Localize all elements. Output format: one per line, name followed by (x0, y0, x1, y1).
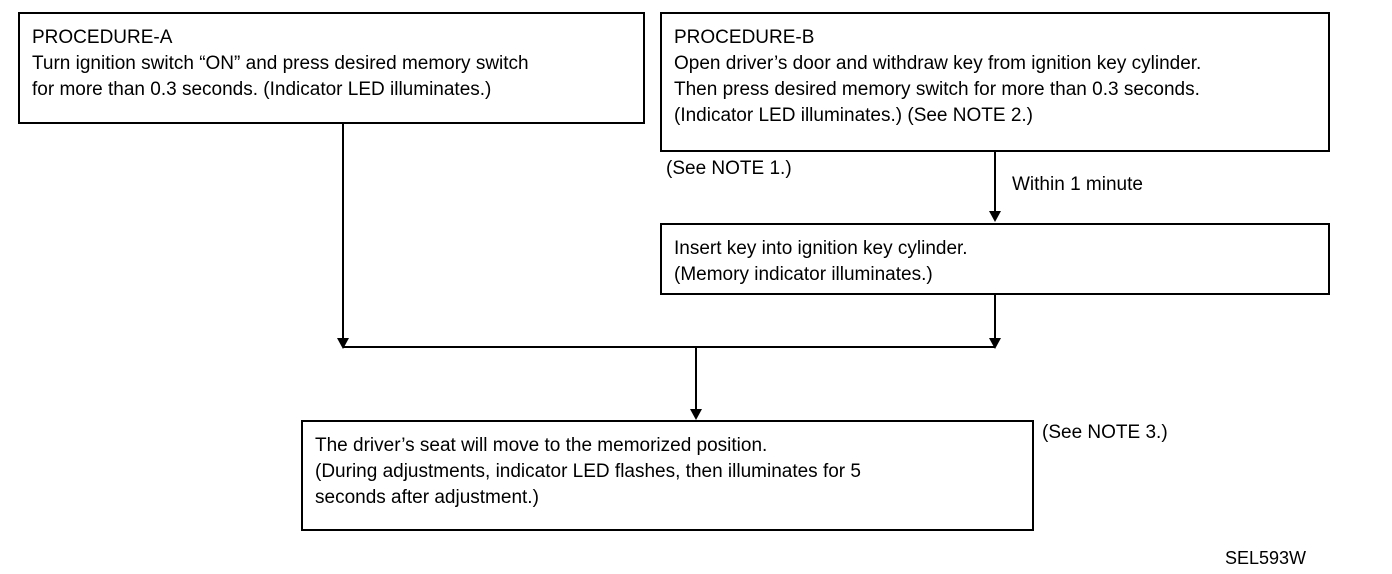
result-line: seconds after adjustment.) (315, 487, 539, 508)
insert-key-line: (Memory indicator illuminates.) (674, 264, 933, 285)
arrowhead-insert (989, 211, 1001, 222)
arrowhead-a (337, 338, 349, 349)
procedure-a-title: PROCEDURE-A (32, 27, 173, 48)
procedure-a-box: PROCEDURE-A Turn ignition switch “ON” an… (18, 12, 645, 124)
procedure-b-line: (Indicator LED illuminates.) (See NOTE 2… (674, 105, 1034, 126)
procedure-a-line: Turn ignition switch “ON” and press desi… (32, 53, 529, 74)
procedure-b-title: PROCEDURE-B (674, 27, 815, 48)
within-one-minute-label: Within 1 minute (1012, 174, 1143, 195)
note-3-label: (See NOTE 3.) (1042, 422, 1168, 443)
seat-move-result-box: The driver’s seat will move to the memor… (301, 420, 1034, 531)
figure-code: SEL593W (1225, 548, 1307, 568)
procedure-b-line: Then press desired memory switch for mor… (674, 79, 1200, 100)
insert-key-line: Insert key into ignition key cylinder. (674, 238, 968, 259)
procedure-b-box: PROCEDURE-B Open driver’s door and withd… (660, 12, 1330, 152)
note-1-label: (See NOTE 1.) (666, 158, 792, 179)
arrowhead-b-merge (989, 338, 1001, 349)
arrowhead-result (690, 409, 702, 420)
result-line: (During adjustments, indicator LED flash… (315, 461, 861, 482)
procedure-b-line: Open driver’s door and withdraw key from… (674, 53, 1202, 74)
insert-key-box: Insert key into ignition key cylinder. (… (660, 223, 1330, 295)
result-line: The driver’s seat will move to the memor… (315, 435, 768, 456)
procedure-a-line: for more than 0.3 seconds. (Indicator LE… (32, 79, 492, 100)
